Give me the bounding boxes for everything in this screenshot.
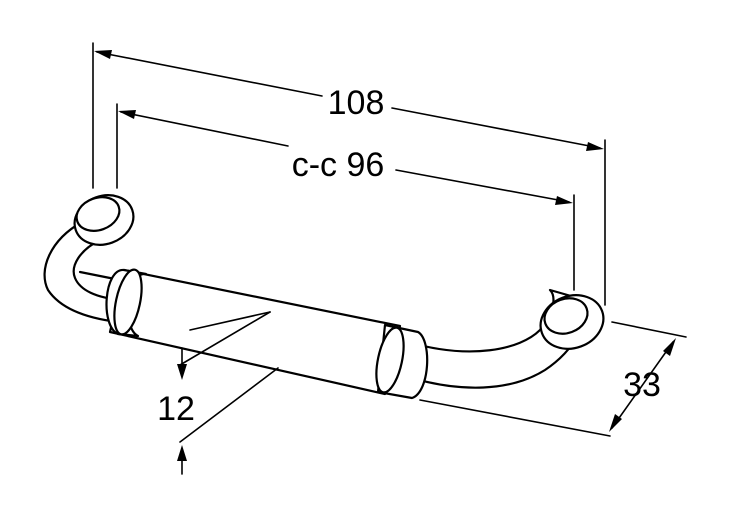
right-collar-face [375,326,405,394]
center-to-center-label: c-c 96 [292,146,385,184]
arrow-96-left [118,110,136,119]
overall-length-label: 108 [328,84,385,122]
arrow-12-bottom [177,445,187,461]
projection-label: 33 [623,366,661,404]
right-mounting-foot-face [543,297,589,335]
arrow-33-top [663,338,676,356]
diameter-label: 12 [157,390,195,428]
left-mounting-foot-face [75,196,121,232]
arrow-108-right [586,142,604,151]
dimension-center-to-center: c-c 96 [116,103,575,291]
grip-cylinder [108,268,402,396]
dimension-line-108-left [96,51,323,97]
dimension-projection: 33 [419,321,687,437]
extension-line-diameter-top [179,311,271,366]
grip-highlight [189,311,271,331]
extension-line-projection-bottom [419,399,611,437]
dimension-line-96-left [120,111,289,147]
dimension-line-33 [611,341,674,429]
dimension-diameter: 12 [157,311,279,475]
arrow-33-bottom [609,414,622,432]
handle-illustration [43,194,605,400]
arrow-12-top [177,364,187,380]
left-collar-face [113,268,143,336]
dimension-line-108-right [391,107,601,149]
dimension-line-96-right [395,169,570,203]
arrow-96-right [555,196,573,205]
dimension-overall-length: 108 [92,42,606,306]
extension-line-diameter-bottom [179,367,279,443]
extension-line-projection-top [611,321,687,338]
arrow-108-left [94,50,112,59]
